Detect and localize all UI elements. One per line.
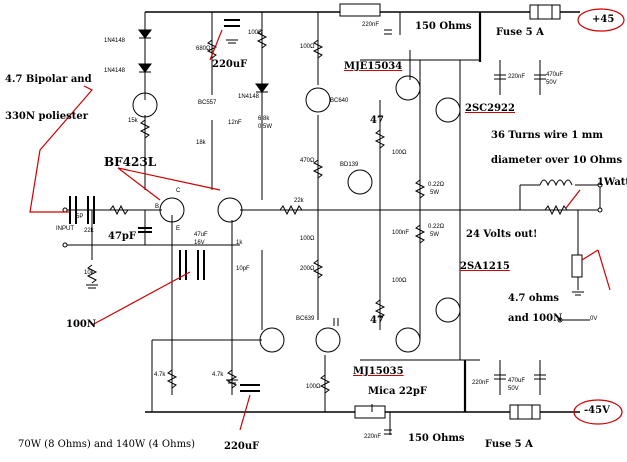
- resistor-680-label: 680Ω: [196, 46, 211, 52]
- cap-220uf-bottom-label: 220uF: [224, 441, 260, 452]
- cap-12n-label: 12nF: [228, 120, 242, 126]
- diode-3-label: 1N4148: [238, 94, 260, 100]
- coil-label-line2: diameter over 10 Ohms: [491, 155, 623, 166]
- resistor-18k-label: 18k: [196, 140, 206, 146]
- one-watt-label: 1Watt: [597, 177, 627, 188]
- poliester-cap-label: 330N poliester: [5, 111, 88, 122]
- fuse-bottom-label: Fuse 5 A: [485, 439, 533, 450]
- resistor-100-c-label: 100Ω: [300, 236, 315, 242]
- negative-rail-label: -45V: [584, 405, 610, 416]
- cap-220n-fb-label: 220nF: [364, 434, 382, 440]
- cap-16v-label: 16V: [194, 240, 205, 246]
- resistor-100-d-label: 100Ω: [306, 384, 321, 390]
- bf423l-label: BF423L: [104, 155, 157, 169]
- emitter-resistor-a-label: 0.22Ω: [428, 182, 445, 188]
- zobel-cap-label: and 100N: [508, 313, 563, 324]
- mje15034-label: MJE15034: [344, 61, 403, 72]
- resistor-6k8-label: 6.8k: [258, 116, 270, 122]
- resistor-22k-input-label: 22k: [84, 228, 94, 234]
- watt-05-label: 0.5W: [258, 124, 273, 130]
- transistor-2sa1215-label: 2SA1215: [460, 261, 510, 272]
- cap-220uf-top-label: 220uF: [212, 59, 248, 70]
- resistor-150-top-label: 150 Ohms: [415, 21, 472, 32]
- input-label: INPUT: [56, 226, 74, 232]
- pin-collector-label: C: [176, 188, 181, 194]
- resistor-4k7-a-label: 4.7k: [154, 372, 166, 378]
- resistor-100-f-label: 100Ω: [392, 278, 407, 284]
- power-rating-label: 70W (8 Ohms) and 140W (4 Ohms): [18, 439, 196, 450]
- cap-100n-label: 100N: [66, 319, 97, 330]
- bc557-label: BC557: [198, 100, 217, 106]
- bd139-label: BD139: [340, 162, 359, 168]
- cap-220n-top-label: 220nF: [508, 74, 526, 80]
- resistor-47-top-label: 47: [370, 115, 384, 126]
- cap-220n-right-label: 220nF: [362, 22, 380, 28]
- bc640-label: BC640: [330, 98, 349, 104]
- diode-1-label: 1N4148: [104, 38, 126, 44]
- cap-470u-top-label: 470uF: [546, 72, 564, 78]
- emitter-5w-a-label: 5W: [430, 190, 439, 196]
- resistor-15k-label: 15k: [128, 118, 138, 124]
- cap-220n-bottom-label: 220nF: [472, 380, 490, 386]
- bc639-label: BC639: [296, 316, 315, 322]
- ground-0v-label: 0V: [590, 316, 598, 322]
- resistor-150-bottom-label: 150 Ohms: [408, 433, 465, 444]
- emitter-resistor-b-label: 0.22Ω: [428, 224, 445, 230]
- coil-label-line1: 36 Turns wire 1 mm: [491, 130, 603, 141]
- cap-100n-small-label: 100nF: [392, 230, 410, 236]
- resistor-100-a-label: 100Ω: [248, 30, 263, 36]
- trimmer-200-label: 200Ω: [300, 266, 315, 272]
- resistor-47-bottom-label: 47: [370, 315, 384, 326]
- zobel-resistor-label: 4.7 ohms: [508, 293, 560, 304]
- positive-rail-label: +45: [592, 14, 615, 25]
- resistor-470-label: 470Ω: [300, 158, 315, 164]
- cap-47u-label: 47uF: [194, 232, 208, 238]
- output-voltage-label: 24 Volts out!: [466, 229, 538, 240]
- pin-base-label: B: [155, 204, 160, 210]
- mjl15035-label: MJ15035: [353, 366, 404, 377]
- cap-47pf-label: 47pF: [108, 231, 137, 242]
- cap-50v-bottom-label: 50V: [508, 386, 519, 392]
- resistor-22k-label: 22k: [294, 198, 304, 204]
- emitter-5w-b-label: 5W: [430, 232, 439, 238]
- pin-emitter-label: E: [176, 226, 181, 232]
- mica-cap-label: Mica 22pF: [368, 386, 427, 397]
- resistor-100-b-label: 100Ω: [300, 44, 315, 50]
- resistor-100-e-label: 100Ω: [392, 150, 407, 156]
- cap-470u-bottom-label: 470uF: [508, 378, 526, 384]
- cap-5p-label: 5P: [76, 214, 84, 220]
- diode-2-label: 1N4148: [104, 68, 126, 74]
- resistor-4k7-b-label: 4.7k: [212, 372, 224, 378]
- bipolar-cap-label: 4.7 Bipolar and: [5, 74, 92, 85]
- cap-10p-label: 10pF: [236, 266, 250, 272]
- transistor-2sc2922-label: 2SC2922: [465, 103, 515, 114]
- cap-50v-top-label: 50V: [546, 80, 557, 86]
- resistor-1k-label: 1k: [236, 240, 243, 246]
- fuse-top-label: Fuse 5 A: [496, 27, 544, 38]
- resistor-10k-label: 10k: [84, 270, 94, 276]
